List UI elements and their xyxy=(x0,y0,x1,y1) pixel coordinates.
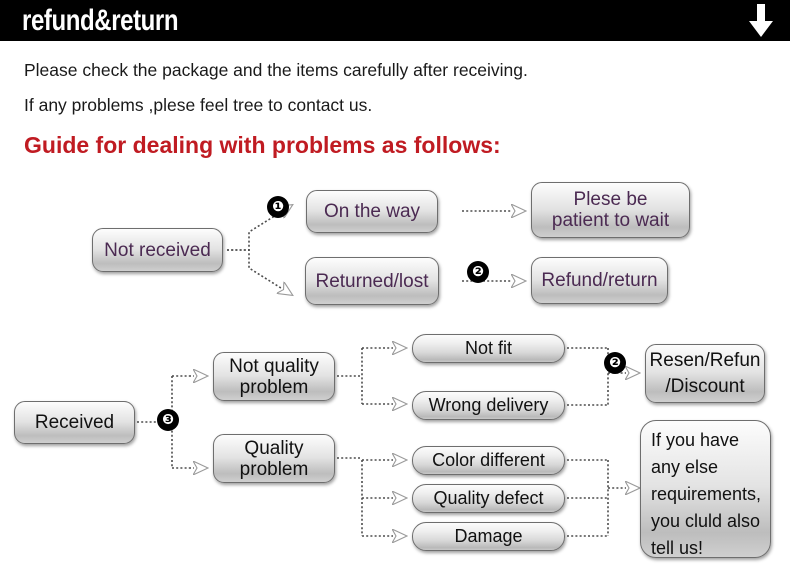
note-line-4: you cluld also xyxy=(651,511,761,531)
node-quality-problem[interactable]: Quality problem xyxy=(213,434,335,483)
node-not-quality-problem[interactable]: Not quality problem xyxy=(213,352,335,401)
node-additional-requirements-note[interactable]: If you have any else requirements, you c… xyxy=(640,420,771,558)
node-wrong-delivery[interactable]: Wrong delivery xyxy=(412,391,565,420)
node-line-2: problem xyxy=(239,458,309,480)
node-line-2: /Discount xyxy=(665,375,745,397)
node-resend-refund-discount[interactable]: Resen/Refun /Discount xyxy=(645,344,765,403)
node-not-fit[interactable]: Not fit xyxy=(412,334,565,363)
arrow-down-icon xyxy=(749,4,773,37)
note-line-3: requirements, xyxy=(651,484,762,504)
node-damage[interactable]: Damage xyxy=(412,522,565,551)
guide-heading: Guide for dealing with problems as follo… xyxy=(24,132,501,158)
step-badge-2-lower: ❷ xyxy=(604,352,626,374)
page-header: refund&return xyxy=(0,0,790,41)
node-line-1: Quality xyxy=(244,437,304,459)
node-line-1: Resen/Refun xyxy=(649,349,761,371)
note-line-1: If you have xyxy=(651,430,740,450)
intro-line-1: Please check the package and the items c… xyxy=(24,60,528,80)
intro-line-2: If any problems ,plese feel tree to cont… xyxy=(24,95,373,115)
node-returned-lost[interactable]: Returned/lost xyxy=(305,257,439,305)
node-line-1: Not quality xyxy=(229,355,319,377)
node-line-2: problem xyxy=(239,376,309,398)
step-badge-1: ❶ xyxy=(267,196,289,218)
node-color-different[interactable]: Color different xyxy=(412,446,565,475)
step-badge-3: ❸ xyxy=(157,409,179,431)
node-line-1: Plese be xyxy=(573,189,648,210)
step-badge-2-upper: ❷ xyxy=(467,261,489,283)
page-title: refund&return xyxy=(22,4,179,37)
node-refund-return[interactable]: Refund/return xyxy=(531,257,668,304)
node-on-the-way[interactable]: On the way xyxy=(306,190,438,233)
note-line-2: any else xyxy=(651,457,719,477)
node-received[interactable]: Received xyxy=(14,401,135,444)
node-line-2: patient to wait xyxy=(551,210,670,231)
note-line-5: tell us! xyxy=(651,538,704,558)
node-please-be-patient[interactable]: Plese be patient to wait xyxy=(531,182,690,238)
node-quality-defect[interactable]: Quality defect xyxy=(412,484,565,513)
node-not-received[interactable]: Not received xyxy=(92,228,223,272)
